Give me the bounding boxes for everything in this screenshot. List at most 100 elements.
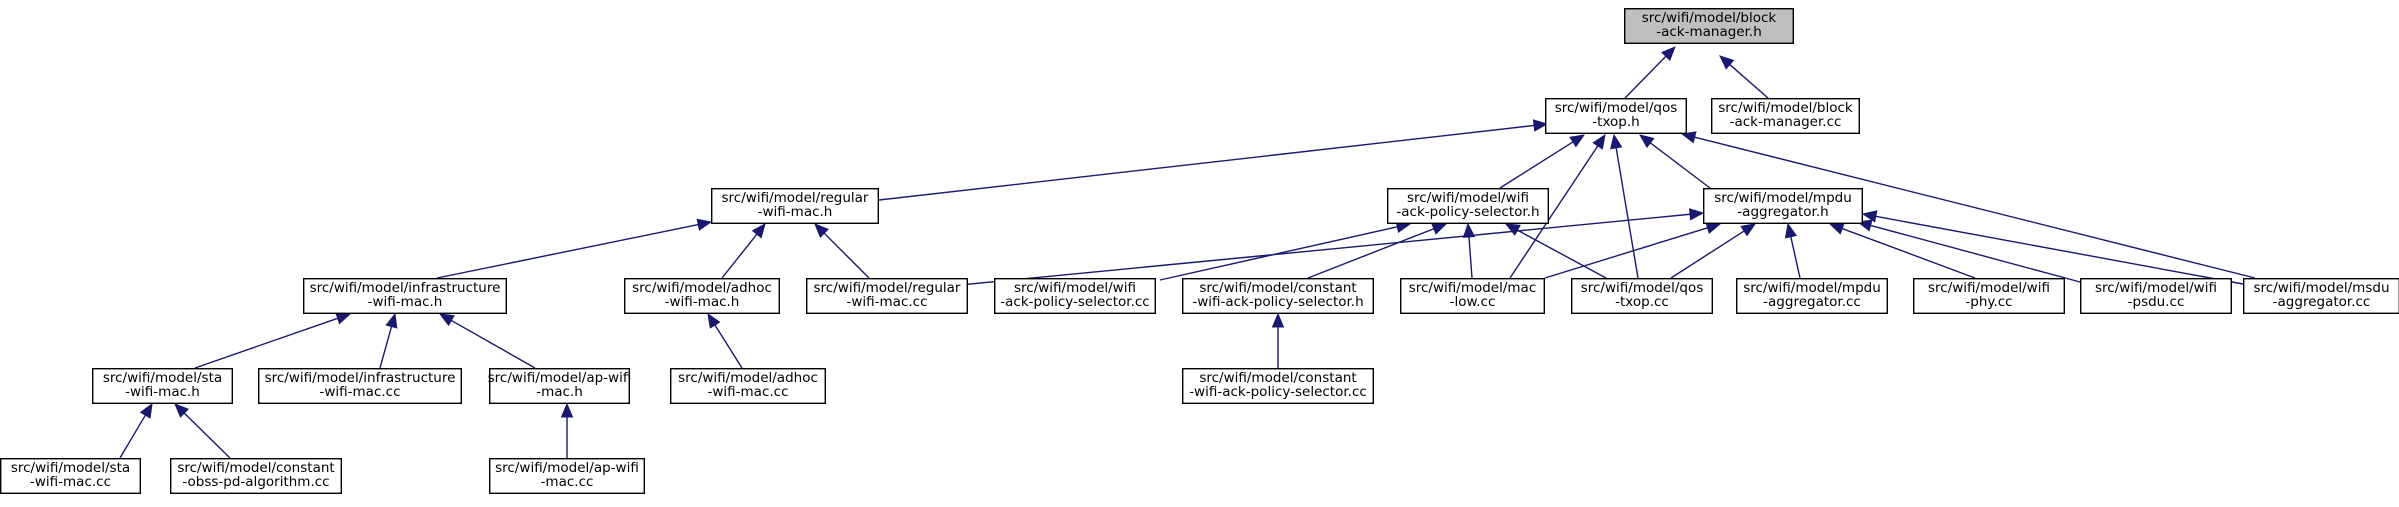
edge-line	[436, 223, 699, 279]
edge-n19-to-n6	[438, 313, 536, 369]
node-box	[1181, 368, 1374, 405]
node-label-line: src/wifi/model/sta	[11, 460, 130, 476]
arrowhead-icon	[1688, 208, 1705, 221]
node-label-line: src/wifi/model/adhoc	[678, 370, 818, 386]
node-box	[1544, 97, 1687, 134]
edge-line	[878, 124, 1535, 201]
graph-node[interactable]: src/wifi/model/ap-wifi-mac.cc	[489, 458, 646, 495]
edge-line	[1729, 64, 1769, 99]
node-label-line: src/wifi/model/wifi	[2095, 280, 2217, 296]
edge-n15-to-n5	[1856, 219, 2081, 283]
graph-node[interactable]: src/wifi/model/mac-low.cc	[1399, 278, 1545, 315]
graph-node[interactable]: src/wifi/model/regular-wifi-mac.cc	[806, 278, 969, 315]
graph-node[interactable]: src/wifi/model/wifi-psdu.cc	[2079, 278, 2232, 315]
node-label-line: src/wifi/model/mpdu	[1714, 190, 1852, 206]
graph-node[interactable]: src/wifi/model/constant-wifi-ack-policy-…	[1181, 368, 1374, 405]
graph-node[interactable]: src/wifi/model/infrastructure-wifi-mac.c…	[258, 368, 463, 405]
edge-n7-to-n3	[721, 222, 766, 279]
nodes-layer: src/wifi/model/block-ack-manager.h src/wi…	[0, 7, 2399, 495]
edge-n2-to-n0	[1719, 55, 1769, 99]
node-label-line: -ack-policy-selector.h	[1396, 204, 1539, 220]
arrowhead-icon	[1271, 312, 1285, 328]
edge-n16-to-n1	[1680, 131, 2256, 279]
arrowhead-icon	[1661, 46, 1676, 62]
node-label-line: -wifi-mac.cc	[30, 474, 111, 490]
node-label-line: -psdu.cc	[2128, 294, 2185, 310]
graph-node[interactable]: src/wifi/model/infrastructure-wifi-mac.h	[303, 278, 508, 315]
graph-node[interactable]: src/wifi/model/ap-wifi-mac.h	[488, 368, 632, 405]
node-label-line: src/wifi/model/wifi	[1014, 280, 1136, 296]
edge-line	[1544, 227, 1708, 279]
node-label-line: src/wifi/model/constant	[1199, 370, 1356, 386]
graph-node[interactable]: src/wifi/model/block-ack-manager.h	[1623, 7, 1794, 44]
edge-n21-to-n10	[1271, 312, 1285, 368]
edge-line	[1841, 227, 1976, 279]
arrowhead-icon	[1861, 210, 1878, 223]
node-label-line: -ack-manager.cc	[1730, 114, 1842, 130]
graph-node[interactable]: src/wifi/model/qos-txop.h	[1544, 97, 1687, 134]
node-box	[258, 368, 463, 405]
edge-line	[194, 317, 338, 369]
arrowhead-icon	[1638, 134, 1655, 149]
node-label-line: -low.cc	[1450, 294, 1496, 310]
edge-line	[1649, 142, 1711, 189]
arrowhead-icon	[1828, 222, 1845, 235]
node-box	[1702, 187, 1863, 224]
arrowhead-icon	[696, 218, 713, 231]
graph-node[interactable]: src/wifi/model/sta-wifi-mac.cc	[0, 458, 142, 495]
edge-line	[1517, 229, 1607, 279]
edge-line	[119, 414, 146, 459]
node-label-line: -txop.h	[1592, 114, 1639, 130]
edge-n10-to-n4	[1307, 223, 1448, 279]
node-label-line: src/wifi/model/qos	[1581, 280, 1704, 296]
graph-node[interactable]: src/wifi/model/block-ack-manager.cc	[1710, 97, 1860, 134]
arrowhead-icon	[438, 313, 455, 327]
edge-line	[1870, 224, 2081, 283]
edge-n11-to-n4	[1462, 222, 1476, 279]
edge-line	[183, 412, 231, 459]
graph-node[interactable]: src/wifi/model/sta-wifi-mac.h	[91, 368, 234, 405]
edge-n12-to-n1	[1610, 133, 1639, 279]
node-label-line: -aggregator.cc	[2273, 294, 2371, 310]
graph-node[interactable]: src/wifi/model/adhoc-wifi-mac.cc	[670, 368, 827, 405]
graph-node[interactable]: src/wifi/model/wifi-phy.cc	[1912, 278, 2065, 315]
edge-n24-to-n19	[560, 402, 574, 458]
arrowhead-icon	[1610, 133, 1623, 150]
node-label-line: src/wifi/model/infrastructure	[310, 280, 501, 296]
arrowhead-icon	[1705, 222, 1722, 234]
edge-n3-to-n1	[878, 119, 1549, 201]
node-box	[806, 278, 969, 315]
graph-node[interactable]: src/wifi/model/msdu-aggregator.cc	[2242, 278, 2399, 315]
graph-node[interactable]: src/wifi/model/qos-txop.cc	[1570, 278, 1713, 315]
arrowhead-icon	[1532, 119, 1549, 132]
edge-line	[1790, 236, 1801, 279]
graph-node[interactable]: src/wifi/model/adhoc-wifi-mac.h	[624, 278, 781, 315]
node-label-line: src/wifi/model/ap-wifi	[495, 460, 639, 476]
graph-node[interactable]: src/wifi/model/mpdu-aggregator.h	[1702, 187, 1863, 224]
node-box	[1735, 278, 1888, 315]
edge-line	[721, 233, 758, 279]
node-label-line: -obss-pd-algorithm.cc	[182, 474, 329, 490]
arrowhead-icon	[751, 222, 766, 239]
node-label-line: -wifi-mac.h	[758, 204, 833, 220]
edge-n20-to-n7	[707, 312, 743, 369]
node-label-line: src/wifi/model/qos	[1555, 100, 1678, 116]
node-label-line: src/wifi/model/wifi	[1928, 280, 2050, 296]
graph-node[interactable]: src/wifi/model/constant-wifi-ack-policy-…	[1181, 278, 1374, 315]
graph-node[interactable]: src/wifi/model/regular-wifi-mac.h	[711, 187, 880, 224]
node-box	[1570, 278, 1713, 315]
node-label-line: -aggregator.h	[1737, 204, 1828, 220]
node-label-line: -wifi-mac.h	[368, 294, 443, 310]
edge-line	[823, 232, 870, 279]
graph-node[interactable]: src/wifi/model/mpdu-aggregator.cc	[1735, 278, 1888, 315]
node-box	[489, 458, 646, 495]
graph-node[interactable]: src/wifi/model/wifi-ack-policy-selector.…	[1386, 187, 1549, 224]
edge-line	[1509, 145, 1599, 279]
edge-n4-to-n1	[1499, 134, 1586, 189]
edge-line	[714, 324, 743, 369]
node-label-line: src/wifi/model/regular	[722, 190, 869, 206]
graph-node[interactable]: src/wifi/model/constant-obss-pd-algorith…	[169, 458, 343, 495]
node-label-line: -ack-policy-selector.cc	[1000, 294, 1149, 310]
node-label-line: -wifi-ack-policy-selector.h	[1192, 294, 1363, 310]
graph-node[interactable]: src/wifi/model/wifi-ack-policy-selector.…	[994, 278, 1157, 315]
